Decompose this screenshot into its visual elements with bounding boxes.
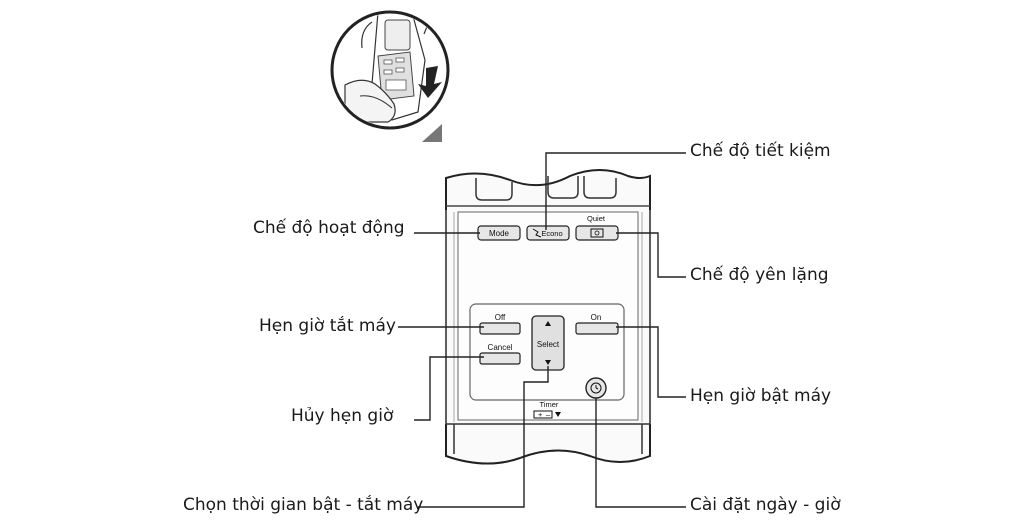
quiet-button[interactable] [575, 225, 619, 241]
label-cancel-timer: Hủy hẹn giờ [291, 406, 394, 426]
quiet-button-label: Quiet [587, 214, 606, 223]
label-select-time: Chọn thời gian bật - tắt máy [183, 495, 424, 515]
label-econo-mode: Chế độ tiết kiệm [690, 141, 831, 161]
label-timer-off: Hẹn giờ tắt máy [259, 316, 396, 336]
clock-leader [595, 398, 686, 508]
cancel-button[interactable] [479, 352, 521, 365]
svg-text:+: + [538, 410, 543, 419]
select-button-label: Select [537, 340, 560, 349]
slide-down-arrow-icon [418, 66, 442, 98]
label-quiet-mode: Chế độ yên lặng [690, 265, 829, 285]
select-button[interactable]: Select [531, 315, 565, 371]
on-button[interactable] [575, 322, 619, 335]
svg-text:–: – [546, 410, 551, 419]
cancel-button-label: Cancel [488, 343, 513, 352]
house-icon [590, 228, 604, 238]
mode-button-label: Mode [489, 229, 510, 238]
hand-holding-remote-icon [330, 10, 450, 142]
mode-button[interactable]: Mode [477, 225, 521, 241]
leader-lines [398, 152, 686, 508]
on-leader [616, 326, 686, 398]
label-operation-mode: Chế độ hoạt động [253, 218, 405, 238]
select-leader [418, 366, 549, 508]
econo-button[interactable]: Econo [526, 225, 570, 241]
down-arrow-icon [545, 360, 551, 365]
label-timer-on: Hẹn giờ bật máy [690, 386, 832, 406]
up-arrow-icon [545, 321, 551, 326]
label-set-clock: Cài đặt ngày - giờ [690, 495, 841, 515]
timer-label: Timer [540, 400, 559, 409]
battery-icon: + – [533, 410, 561, 419]
clock-icon [590, 382, 602, 394]
econo-button-label: Econo [541, 229, 562, 238]
cancel-leader [414, 356, 484, 421]
off-button[interactable] [479, 322, 521, 335]
on-button-label: On [591, 313, 602, 322]
clock-button[interactable] [585, 377, 607, 399]
quiet-leader [616, 232, 686, 278]
econo-leader [545, 152, 686, 230]
off-button-label: Off [495, 313, 506, 322]
